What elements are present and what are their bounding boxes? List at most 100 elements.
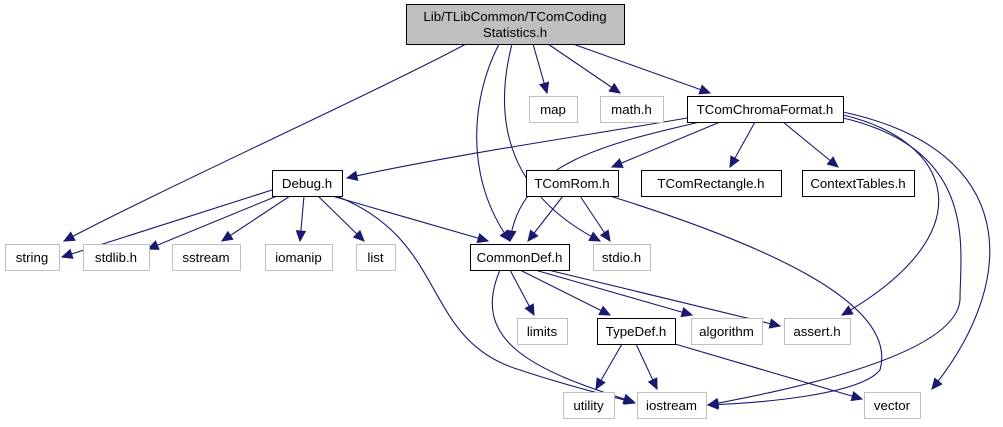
node-label: map xyxy=(540,102,566,117)
edge-rom-to-stdio xyxy=(579,195,611,243)
arrowhead-icon xyxy=(60,248,74,259)
node-box xyxy=(600,96,664,123)
edge-root-to-math xyxy=(547,43,622,94)
edge-line xyxy=(534,269,693,316)
node-box xyxy=(641,170,782,197)
node-stdlib: stdlib.h xyxy=(83,244,150,271)
node-map: map xyxy=(529,96,578,123)
node-box xyxy=(597,318,676,345)
arrowhead-icon xyxy=(850,390,864,402)
edges-layer xyxy=(60,43,991,410)
edge-chroma-to-vector xyxy=(842,111,991,390)
edge-debug-to-stdlib xyxy=(146,195,278,250)
node-label: iostream xyxy=(646,398,697,413)
node-commondef[interactable]: CommonDef.h xyxy=(470,244,570,271)
node-chroma[interactable]: TComChromaFormat.h xyxy=(687,96,844,123)
node-label: Lib/TLibCommon/TComCoding xyxy=(423,9,606,24)
edge-commondef-to-typedef xyxy=(519,269,612,316)
edge-debug-to-iomanip xyxy=(295,195,307,243)
node-box xyxy=(517,318,568,345)
node-debug[interactable]: Debug.h xyxy=(272,170,343,197)
node-iostream: iostream xyxy=(637,392,707,419)
edge-typedef-to-vector xyxy=(674,343,864,402)
node-ctx[interactable]: ContextTables.h xyxy=(802,170,915,197)
node-label: TComRectangle.h xyxy=(657,176,764,191)
arrowhead-icon xyxy=(608,82,622,94)
node-label: TComChromaFormat.h xyxy=(697,102,834,117)
edge-typedef-to-iostream xyxy=(635,343,658,391)
edge-root-to-map xyxy=(532,43,550,95)
node-box xyxy=(529,96,578,123)
edge-commondef-to-iostream xyxy=(491,269,636,404)
node-label: ContextTables.h xyxy=(810,176,905,191)
arrowhead-icon xyxy=(220,230,234,242)
edge-root-to-commondef xyxy=(476,43,511,242)
node-sstream: sstream xyxy=(172,244,241,271)
edge-line xyxy=(609,195,883,406)
node-box xyxy=(272,170,343,197)
edge-line xyxy=(147,195,278,250)
node-box xyxy=(691,318,763,345)
node-typedef[interactable]: TypeDef.h xyxy=(597,318,676,345)
arrowhead-icon xyxy=(840,305,854,316)
node-iomanip: iomanip xyxy=(265,244,333,271)
node-label: list xyxy=(367,250,384,265)
arrowhead-icon xyxy=(588,231,602,242)
node-box xyxy=(356,244,396,271)
edge-line xyxy=(476,43,511,242)
arrowhead-icon xyxy=(345,170,359,181)
node-label: TypeDef.h xyxy=(606,324,667,339)
node-label: TComRom.h xyxy=(534,176,609,191)
node-box xyxy=(593,244,651,271)
arrowhead-icon xyxy=(295,230,307,243)
node-box xyxy=(637,392,707,419)
arrowhead-icon xyxy=(598,305,612,316)
arrowhead-icon xyxy=(539,81,550,95)
edge-line xyxy=(221,195,291,242)
node-label: utility xyxy=(573,398,604,413)
arrowhead-icon xyxy=(622,393,636,404)
edge-root-to-stdio xyxy=(504,43,602,242)
edge-line xyxy=(504,43,601,242)
arrowhead-icon xyxy=(524,303,535,317)
arrowhead-icon xyxy=(352,229,365,242)
edge-chroma-to-ctx xyxy=(782,121,839,168)
edge-chroma-to-rect xyxy=(729,121,756,169)
node-box xyxy=(172,244,241,271)
node-label: Debug.h xyxy=(282,176,332,191)
arrowhead-icon xyxy=(146,240,160,250)
arrowhead-icon xyxy=(527,229,539,242)
edge-commondef-to-algorithm xyxy=(534,269,694,318)
edge-debug-to-list xyxy=(317,195,365,242)
edge-line xyxy=(346,117,688,179)
edge-chroma-to-assert xyxy=(840,114,940,316)
node-box xyxy=(802,170,915,197)
edge-line xyxy=(317,195,365,242)
edge-line xyxy=(841,114,940,316)
node-box xyxy=(526,170,619,197)
node-label: Statistics.h xyxy=(483,25,547,40)
node-string: string xyxy=(5,244,60,271)
node-label: algorithm xyxy=(699,324,754,339)
edge-line xyxy=(335,195,636,404)
node-vector: vector xyxy=(864,392,921,419)
arrowhead-icon xyxy=(706,399,719,410)
edge-line xyxy=(63,43,467,242)
node-stdio: stdio.h xyxy=(593,244,651,271)
node-box xyxy=(265,244,333,271)
node-label: iomanip xyxy=(275,250,322,265)
edge-line xyxy=(611,121,721,168)
arrowhead-icon xyxy=(647,377,658,391)
edge-line xyxy=(509,121,701,242)
edge-root-to-chroma xyxy=(572,43,712,95)
edge-debug-to-iostream xyxy=(335,195,637,405)
node-label: vector xyxy=(874,398,911,413)
node-label: stdlib.h xyxy=(95,250,137,265)
arrowhead-icon xyxy=(595,377,606,391)
node-rect[interactable]: TComRectangle.h xyxy=(641,170,782,197)
node-rom[interactable]: TComRom.h xyxy=(526,170,619,197)
node-label: assert.h xyxy=(793,324,840,339)
